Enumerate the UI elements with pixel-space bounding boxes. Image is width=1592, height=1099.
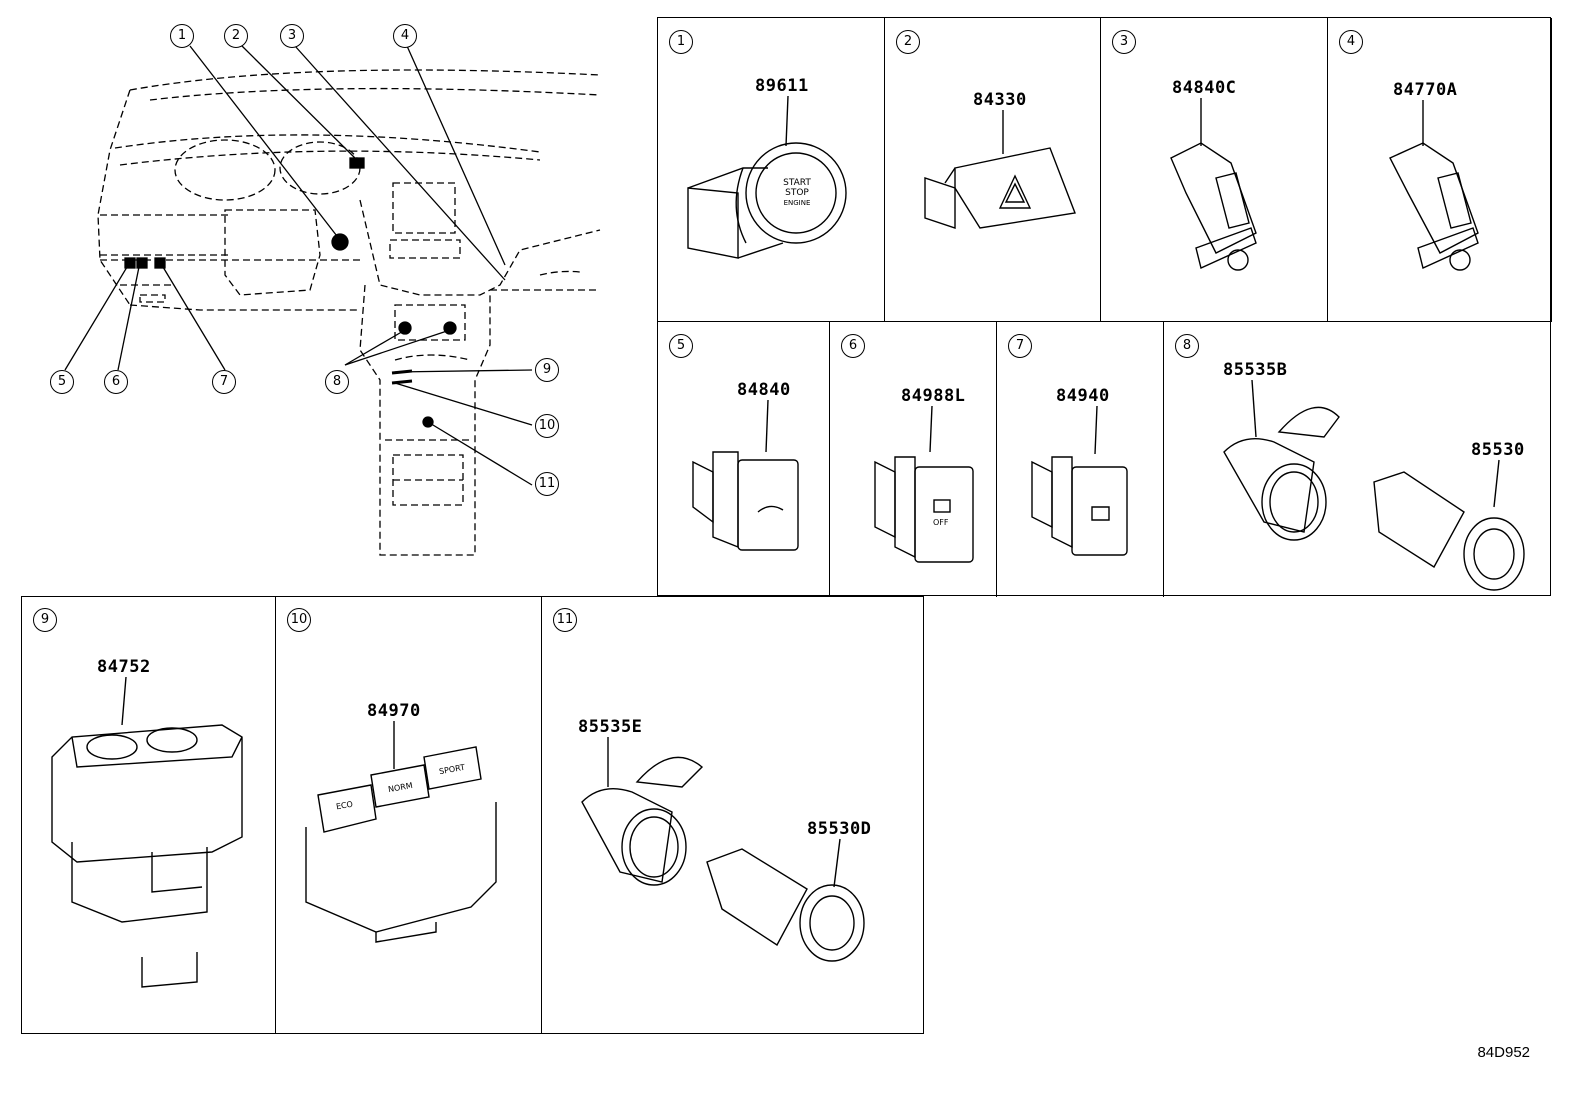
switch-blank-illustration xyxy=(1389,100,1479,271)
callout-2[interactable]: 2 xyxy=(224,24,248,48)
overview-diagram: 1 2 3 4 5 6 7 8 9 10 11 xyxy=(0,0,620,590)
panel-11[interactable]: 11 85535E 85530D xyxy=(542,597,923,1033)
callout-5[interactable]: 5 xyxy=(50,370,74,394)
panel-number: 4 xyxy=(1339,30,1363,54)
callout-11[interactable]: 11 xyxy=(535,472,559,496)
panel-number: 2 xyxy=(896,30,920,54)
start-button-illustration xyxy=(687,95,847,259)
panel-number: 7 xyxy=(1008,334,1032,358)
callout-8[interactable]: 8 xyxy=(325,370,349,394)
drive-mode-switch-illustration xyxy=(305,721,497,943)
callout-6[interactable]: 6 xyxy=(104,370,128,394)
vsc-off-switch-illustration xyxy=(874,405,974,563)
part-number[interactable]: 84770A xyxy=(1392,80,1459,100)
part-number[interactable]: 84940 xyxy=(1055,386,1111,406)
panel-number: 6 xyxy=(841,334,865,358)
panel-8[interactable]: 8 85535B 85530 xyxy=(1164,322,1552,597)
callout-7[interactable]: 7 xyxy=(212,370,236,394)
switch-blank-illustration xyxy=(1170,98,1257,271)
callout-9[interactable]: 9 xyxy=(535,358,559,382)
part-number[interactable]: 85535B xyxy=(1222,360,1289,380)
callout-1[interactable]: 1 xyxy=(170,24,194,48)
reference-code: 84D952 xyxy=(1477,1044,1530,1061)
panel-number: 8 xyxy=(1175,334,1199,358)
panel-number: 9 xyxy=(33,608,57,632)
part-number[interactable]: 85530 xyxy=(1470,440,1526,460)
callout-3[interactable]: 3 xyxy=(280,24,304,48)
panel-number: 5 xyxy=(669,334,693,358)
dual-switch-illustration xyxy=(51,676,243,988)
part-number[interactable]: 84752 xyxy=(96,657,152,677)
part-number[interactable]: 84840 xyxy=(736,380,792,400)
panel-3[interactable]: 3 84840C xyxy=(1101,18,1328,322)
power-outlet-illustration xyxy=(581,737,865,962)
panel-7[interactable]: 7 84940 xyxy=(997,322,1164,597)
panel-4[interactable]: 4 84770A xyxy=(1328,18,1552,322)
power-outlet-illustration xyxy=(1223,379,1525,591)
off-label: OFF xyxy=(933,518,949,527)
part-number[interactable]: 85535E xyxy=(577,717,644,737)
panel-number: 10 xyxy=(287,608,311,632)
panel-9[interactable]: 9 84752 xyxy=(22,597,276,1033)
panel-6[interactable]: 6 84988L OFF xyxy=(830,322,997,597)
seat-heater-switch-illustration xyxy=(1031,405,1128,556)
part-number[interactable]: 85530D xyxy=(806,819,873,839)
callout-4[interactable]: 4 xyxy=(393,24,417,48)
part-number[interactable]: 84840C xyxy=(1171,78,1238,98)
part-number[interactable]: 89611 xyxy=(754,76,810,96)
part-number[interactable]: 84330 xyxy=(972,90,1028,110)
panel-number: 11 xyxy=(553,608,577,632)
panel-number: 3 xyxy=(1112,30,1136,54)
panel-2[interactable]: 2 84330 xyxy=(885,18,1101,322)
panel-5[interactable]: 5 84840 xyxy=(658,322,830,597)
part-number[interactable]: 84988L xyxy=(900,386,967,406)
trunk-switch-illustration xyxy=(692,399,799,551)
hazard-switch-illustration xyxy=(924,110,1076,229)
panel-number: 1 xyxy=(669,30,693,54)
parts-grid-bottom: 9 84752 10 84970 ECO NORM SPORT 11 855 xyxy=(21,596,924,1034)
panel-10[interactable]: 10 84970 ECO NORM SPORT xyxy=(276,597,542,1033)
callout-10[interactable]: 10 xyxy=(535,414,559,438)
part-number[interactable]: 84970 xyxy=(366,701,422,721)
callout-leaders xyxy=(64,45,533,486)
